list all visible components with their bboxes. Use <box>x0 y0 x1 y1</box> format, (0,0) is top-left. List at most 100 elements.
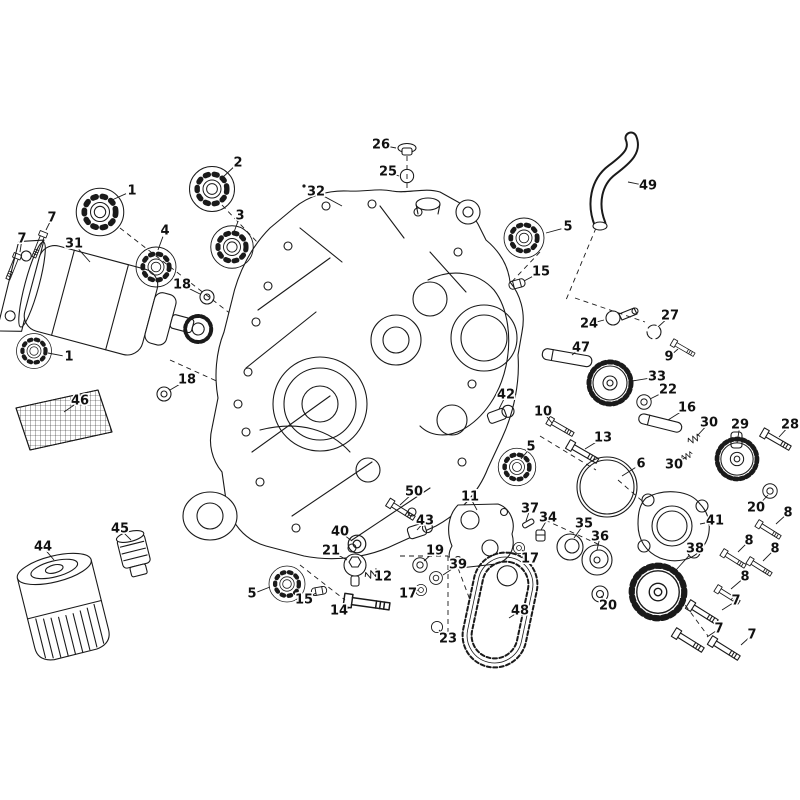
pump-cover-41 <box>637 491 710 562</box>
callout-21: 21 <box>322 544 340 559</box>
callout-42: 42 <box>497 388 515 403</box>
callout-leader-line <box>699 521 711 525</box>
banjo-bolt-21 <box>343 553 367 587</box>
callout-leader-line <box>416 523 423 531</box>
callout-leader-line <box>600 595 607 604</box>
gear-29 <box>717 431 757 479</box>
ball-bearing-1 <box>76 188 124 236</box>
callout-leader-line <box>385 145 397 149</box>
callout-leader-line <box>63 403 76 413</box>
mounting-ear <box>455 199 481 225</box>
callout-leader-line <box>410 589 419 594</box>
callout-18: 18 <box>173 278 191 293</box>
alignment-line <box>119 227 237 319</box>
callout-leader-line <box>775 515 785 525</box>
alignment-line <box>565 227 597 301</box>
callout-leader-line <box>323 195 343 207</box>
callout-leader-line <box>47 352 63 357</box>
bolt-10 <box>545 415 576 439</box>
retainer-34 <box>535 529 546 542</box>
check-valve-42 <box>486 404 515 424</box>
pin-37 <box>521 518 535 529</box>
case-bolt-7 <box>706 635 743 663</box>
callout-leader-line <box>391 172 400 177</box>
callout-leader-line <box>45 221 51 231</box>
callout-leader-line <box>540 521 547 531</box>
filler-neck <box>415 197 441 211</box>
callout-8: 8 <box>783 506 792 521</box>
callout-leader-line <box>573 527 582 539</box>
crankshaft-bore <box>272 356 368 452</box>
callout-leader-line <box>399 495 411 506</box>
callout-41: 41 <box>706 514 724 529</box>
callout-39: 39 <box>449 558 467 573</box>
detent-arm-24 <box>605 307 639 326</box>
callout-7: 7 <box>731 594 740 609</box>
pump-rotor-35 <box>556 533 584 561</box>
o-ring-6 <box>576 456 638 518</box>
callout-45: 45 <box>111 522 129 537</box>
callout-10: 10 <box>534 405 552 420</box>
idler-gear-33 <box>589 362 631 404</box>
ball-bearing-2 <box>190 167 235 212</box>
alignment-line <box>544 519 601 546</box>
alignment-line <box>400 555 449 632</box>
callout-leader-line <box>696 426 706 437</box>
callout-30: 30 <box>700 416 718 431</box>
callout-leader-line <box>730 580 742 590</box>
callout-leader-line <box>649 392 663 400</box>
spring-30 <box>686 432 702 446</box>
roller-bearing-5 <box>504 218 544 258</box>
callout-leader-line <box>111 193 127 201</box>
oil-plug <box>115 530 151 578</box>
callout-leader-line <box>545 415 553 424</box>
casting-ribs <box>245 205 467 541</box>
callout-leader-line <box>508 612 517 619</box>
callout-leader-line <box>233 220 239 233</box>
callout-leader-line <box>438 629 446 637</box>
callout-18: 18 <box>178 373 196 388</box>
callout-22: 22 <box>659 383 677 398</box>
alignment-line <box>299 564 346 601</box>
callout-leader-line <box>521 549 528 557</box>
callout-leader-line <box>596 540 600 551</box>
through-bolt-14 <box>342 592 392 614</box>
bearing-bore <box>370 314 422 366</box>
callout-25: 25 <box>379 165 397 180</box>
callout-leader-line <box>78 249 91 263</box>
callout-2: 2 <box>233 156 242 171</box>
callout-48: 48 <box>511 604 529 619</box>
washer-22 <box>636 394 652 410</box>
starter-pinion-gear <box>183 313 214 344</box>
alignment-line <box>574 297 646 323</box>
breather-hose <box>589 131 639 231</box>
crankcase-boss <box>182 491 238 541</box>
washer-20 <box>762 483 778 499</box>
callout-leader-line <box>667 411 682 421</box>
callout-8: 8 <box>770 542 779 557</box>
callout-leader-line <box>631 377 650 382</box>
callout-49: 49 <box>639 179 657 194</box>
callout-31: 31 <box>65 237 83 252</box>
callout-8: 8 <box>740 570 749 585</box>
callout-leader-line <box>342 606 353 611</box>
callout-6: 6 <box>636 457 645 472</box>
callout-12: 12 <box>374 570 392 585</box>
starter-motor <box>0 239 214 356</box>
callout-leader-line <box>525 512 530 522</box>
callout-19: 19 <box>426 544 444 559</box>
callout-leader-line <box>520 450 529 460</box>
callout-5: 5 <box>526 440 535 455</box>
callout-37: 37 <box>521 502 539 517</box>
callout-leader-line <box>545 228 562 234</box>
callout-27: 27 <box>661 309 679 324</box>
callout-leader-line <box>737 543 747 553</box>
callout-36: 36 <box>591 530 609 545</box>
callout-leader-line <box>471 500 478 511</box>
washer-39 <box>429 571 443 585</box>
callout-43: 43 <box>416 514 434 529</box>
oil-strainer-screen <box>15 389 113 451</box>
callout-46: 46 <box>71 394 89 409</box>
